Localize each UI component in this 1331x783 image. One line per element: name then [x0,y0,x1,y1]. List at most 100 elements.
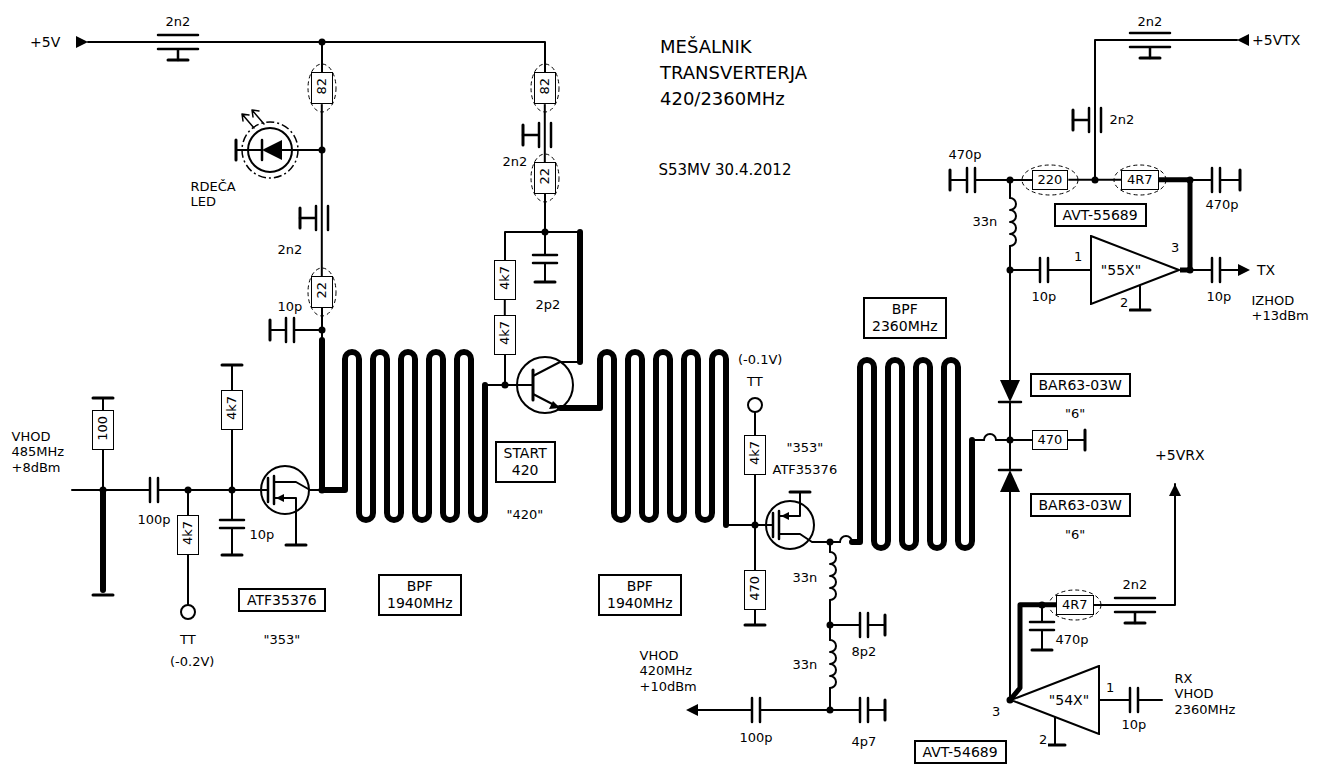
wire [1010,269,1040,271]
wire [236,149,262,151]
wire [1190,179,1212,181]
resistor-box: 470 [744,570,766,610]
node-text: 4k7 [224,396,240,420]
wire [868,624,885,626]
label-text: "6" [1064,406,1086,422]
label-text: +5VTX [1251,32,1301,49]
wire [274,482,322,490]
node-text: 4k7 [497,266,513,290]
label-text: 470p [1055,632,1090,648]
label-text: "353" [786,440,825,456]
node-text: 4k7 [180,521,196,545]
node-text: "55X" [1101,262,1141,279]
resistor-box: 4R7 [1121,170,1159,190]
feedthrough-capacitor [1115,598,1155,623]
shield-outline [1114,165,1166,195]
ground-symbol [299,208,302,228]
wire [158,489,268,491]
label-text: 2 [1038,732,1048,748]
capacitor-symbol [286,318,294,342]
part-label-box: AVT-54689 [914,740,1007,765]
wire-connector [1068,179,1121,181]
node-text: 22 [537,168,553,185]
amplifier-triangle [1011,666,1099,734]
label-text: 10p [249,527,276,543]
node-text: 4R7 [1127,172,1153,188]
resistor-box: 4k7 [494,260,516,300]
transistor-body [517,357,573,413]
part-label-box: ATF35376 [238,588,326,613]
capacitor-symbol [1212,168,1220,192]
ground-symbol [745,624,765,627]
part-label-box: BPF 1940MHz [598,574,682,616]
label-text: VHOD 420MHz +10dBm [639,648,698,695]
transistor-body [261,466,309,514]
label-text: "353" [263,632,302,648]
wire [485,384,533,386]
node-text: AVT-55689 [1063,207,1138,224]
resistor-box: 22 [311,276,333,308]
wire [231,490,233,520]
wire [1190,269,1212,271]
label-text: 10p [1206,289,1233,305]
wire [274,498,296,545]
wire [698,709,752,711]
wire-connector [1159,180,1190,270]
node-text: 22 [314,282,330,299]
label-text: 1 [1105,680,1115,696]
label-text: 470p [948,147,983,163]
ground-symbol [884,615,887,635]
node-text: 82 [314,78,330,95]
node-text: 4R7 [1062,597,1088,613]
wire [829,600,831,640]
wire-connector [504,300,506,315]
capacitor-symbol [860,613,868,637]
feedthrough-capacitor [523,123,551,147]
wire [1041,630,1043,650]
wire-connector [321,104,323,276]
part-label-box: BPF 1940MHz [378,574,462,616]
diode-symbol [262,140,282,160]
resistor-box: 4k7 [494,315,516,355]
arrow-head [1237,34,1249,46]
label-text: RDEČA LED [190,179,237,210]
node-text: BAR63-03W [1039,497,1122,514]
resistor-box: 82 [534,72,556,104]
stripline-filter [560,352,726,525]
node-text: 470 [1038,432,1063,448]
feedthrough-capacitor [1073,108,1101,132]
resistor-box: 22 [534,162,556,194]
transistor-channel [273,476,276,504]
node-text: 4k7 [497,321,513,345]
label-text: 10p [1121,717,1148,733]
stripline [319,340,325,490]
inductor-symbol [830,552,836,600]
capacitor-symbol [533,255,557,263]
node-text: BPF 1940MHz [607,578,673,612]
wire [830,709,860,711]
label-text: TT [179,632,197,648]
wire [1041,605,1043,622]
wire [1009,402,1011,440]
ground-symbol [1125,622,1145,625]
label-text: 10p [277,299,304,315]
arrow-head [686,704,698,716]
node-text: 220 [1038,172,1063,188]
resistor-box: 100 [92,410,114,450]
ground-symbol [269,320,272,340]
ground-symbol [790,491,810,494]
resistor-box: 4k7 [744,435,766,475]
label-text: 2 [1119,295,1129,311]
wire [975,179,1010,181]
label-text: IZHOD +13dBm [1251,293,1310,324]
wire [544,263,546,282]
ground-symbol [168,59,188,62]
label-text: 33n [792,570,819,586]
stripline-filter [322,352,485,520]
transistor-body [766,501,814,549]
wire [533,362,580,376]
label-text: 2n2 [1137,14,1164,30]
resistor-box: 470 [1032,430,1069,450]
feedthrough-capacitor [300,206,328,230]
part-label-box: BAR63-03W [1030,373,1131,398]
